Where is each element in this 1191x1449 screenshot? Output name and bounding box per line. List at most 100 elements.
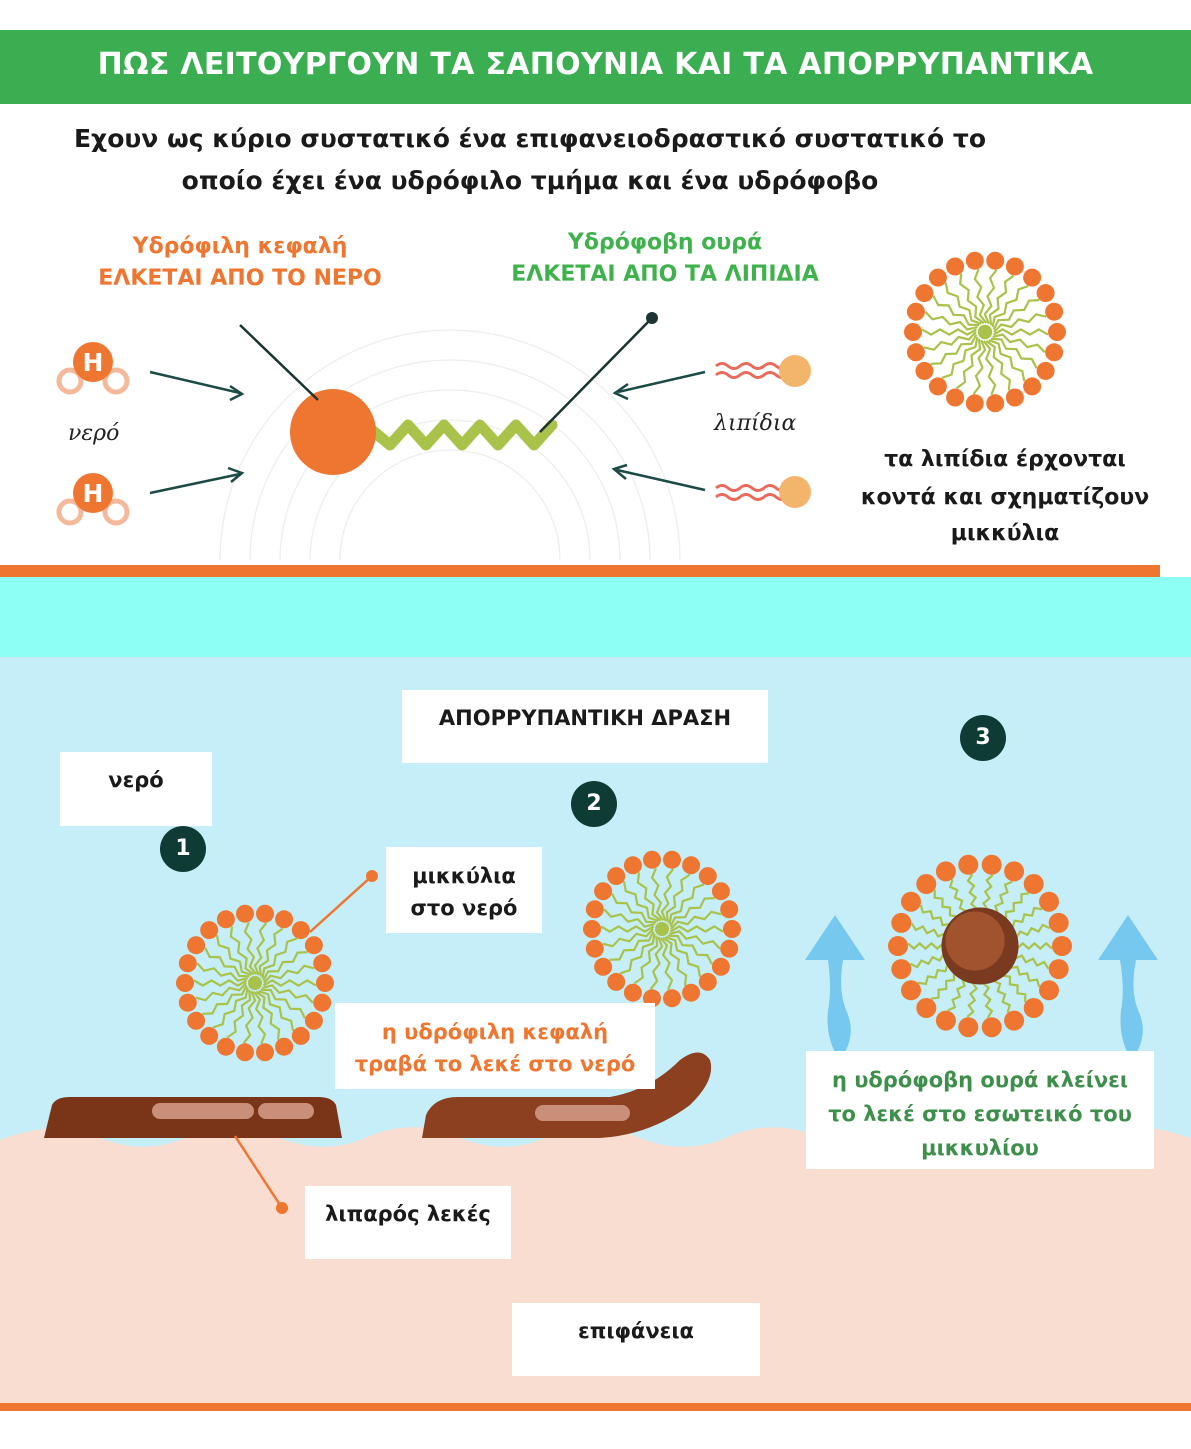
micelle-caption-line-2: κοντά και σχηματίζουν (860, 485, 1150, 510)
micelle-tail (252, 991, 267, 1045)
micelle-head (720, 939, 739, 958)
micelle-tail (611, 893, 657, 924)
tail-close-box: η υδρόφοβη ουρά κλείνει το λεκέ στο εσωτ… (806, 1051, 1154, 1169)
micelle-head (304, 936, 323, 955)
micelle-with-dirt-icon (888, 854, 1072, 1038)
micelle-head (1048, 959, 1069, 980)
micelle-head (304, 1011, 323, 1030)
micelle-head (986, 251, 1005, 270)
micelle-tail (261, 937, 298, 979)
micelle-tail (1011, 906, 1043, 929)
micelle-head (1005, 388, 1024, 407)
micelle-tail (991, 285, 1029, 328)
micelles-box-label-1: μικκύλια (412, 864, 516, 888)
micelle-head (187, 936, 206, 955)
micelle-head (313, 954, 332, 973)
micelle-tail (1002, 974, 1027, 1003)
micelle-tail (669, 897, 715, 928)
head-pull-label-1: η υδρόφιλη κεφαλή (381, 1020, 609, 1044)
micelle-head (1004, 1010, 1025, 1031)
micelle-head (698, 972, 717, 991)
micelle-head (1048, 323, 1066, 341)
micelle-tail (982, 874, 994, 911)
micelle-tail (907, 941, 944, 951)
up-arrow-left-icon (805, 915, 865, 1060)
micelle-head (720, 900, 739, 919)
micelle-tail (973, 268, 988, 324)
tail-label: Υδρόφοβη ουρά (567, 230, 763, 255)
stain-pointer-line (233, 1135, 284, 1209)
micelle-tail (665, 873, 691, 923)
micelle-head (236, 1043, 254, 1062)
micelle-head (1023, 998, 1044, 1018)
micelle-head (1039, 980, 1059, 1001)
micelle-tail (242, 990, 257, 1044)
micelle-tail (226, 989, 252, 1039)
micelle-tail (972, 339, 987, 395)
surfactant-molecule (290, 389, 558, 475)
micelle-head (291, 921, 310, 940)
micelle-tail (947, 978, 966, 1012)
tail-close-label-3: μικκυλίου (921, 1136, 1039, 1160)
water-atom-label-1: H (83, 348, 104, 377)
micelle-tail (202, 984, 248, 1015)
micelle-head (711, 957, 730, 976)
micelle-head (916, 998, 937, 1018)
micelle-head (216, 1037, 235, 1056)
micelle-head (1023, 377, 1042, 396)
micelle-tail (994, 880, 1013, 914)
lipids-label: λιπίδια (714, 411, 797, 436)
micelle-head (1045, 302, 1064, 321)
lipid-1-icon (715, 355, 811, 387)
micelle-tail (669, 930, 721, 950)
micelle-tail (990, 337, 1038, 369)
micelle-head (946, 257, 965, 276)
micelle-tail (1004, 892, 1030, 920)
micelle-head (1004, 861, 1025, 882)
micelle-caption-line-3: μικκύλια (950, 521, 1060, 546)
tail-close-label-1: η υδρόφοβη ουρά κλείνει (831, 1068, 1129, 1092)
micelle-tail (948, 879, 968, 913)
surface-region (0, 1127, 1191, 1405)
head-label: Υδρόφιλη κεφαλή (132, 234, 348, 259)
micelle-top-icon (904, 251, 1066, 413)
intro-line-1: Εχουν ως κύριο συστατικό ένα επιφανειοδρ… (73, 124, 986, 153)
micelle-tail (983, 269, 998, 325)
stain-box: λιπαρός λεκές (305, 1186, 511, 1259)
stain-label: λιπαρός λεκές (325, 1202, 491, 1226)
bottom-divider (0, 1403, 1191, 1411)
micelle-head (256, 904, 274, 923)
micelle-tail (992, 299, 1040, 331)
tail-attract-label: ΕΛΚΕΤΑΙ ΑΠΟ ΤΑ ΛΙΠΙΔΙΑ (511, 262, 819, 287)
micelle-tail (992, 333, 1046, 353)
micelle-tail (262, 951, 308, 982)
micelle-tail (1014, 954, 1050, 970)
micelle-tail (659, 937, 674, 991)
micelle-head (313, 993, 332, 1012)
micelle-tail (923, 331, 977, 351)
micelle-head (682, 983, 701, 1002)
water-label: νερό (68, 421, 120, 446)
step-1-badge: 1 (160, 826, 206, 872)
micelle-tail (260, 988, 306, 1019)
micelles-box: μικκύλια στο νερό (386, 847, 542, 933)
micelle-tail (212, 987, 249, 1029)
micelle-head (901, 891, 921, 912)
micelle-tail (981, 982, 994, 1019)
attraction-arrows (149, 370, 706, 495)
micelle-tail (921, 328, 977, 336)
head-pull-box: η υδρόφιλη κεφαλή τραβά το λεκέ στο νερό (335, 1003, 655, 1089)
micelle-head (1052, 936, 1072, 956)
micelle-tail (941, 336, 979, 379)
micelle-head (986, 394, 1005, 413)
micelle-tail (669, 925, 724, 933)
micelle-tail (649, 936, 664, 990)
micelle-head (1023, 874, 1044, 894)
micelle-head (594, 882, 613, 901)
micelle-tail (229, 926, 255, 976)
micelle-tail (966, 981, 978, 1018)
micelle-tail (600, 925, 655, 933)
micelle-tail (988, 274, 1015, 326)
lipid-2-icon (715, 476, 811, 508)
micelle-pointer-dot (366, 870, 378, 882)
